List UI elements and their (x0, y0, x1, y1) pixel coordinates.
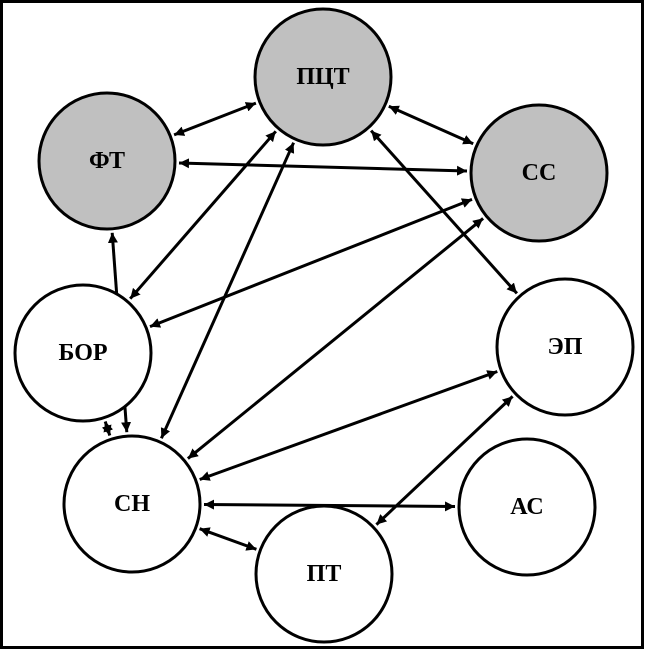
node-sn[interactable]: СН (62, 434, 202, 574)
node-label-pt: ПТ (307, 561, 342, 587)
node-bor[interactable]: БОР (13, 283, 153, 423)
node-label-sn: СН (114, 491, 150, 517)
node-circle-sn (62, 434, 202, 574)
node-circle-ss (469, 103, 609, 243)
node-pct[interactable]: ПЦТ (253, 7, 393, 147)
node-label-bor: БОР (58, 340, 107, 366)
node-label-ft: ФТ (89, 148, 125, 174)
node-label-ep: ЭП (548, 334, 583, 360)
node-ft[interactable]: ФТ (37, 91, 177, 231)
node-label-as: АС (510, 494, 543, 520)
edge-bor-sn (101, 421, 114, 436)
node-as[interactable]: АС (457, 437, 597, 577)
edge-ft-pct (173, 101, 257, 137)
node-label-ss: СС (522, 160, 557, 186)
node-label-pct: ПЦТ (296, 64, 349, 90)
edge-sn-pt (199, 527, 257, 551)
node-pt[interactable]: ПТ (254, 504, 394, 644)
edge-ep-sn (199, 370, 498, 481)
node-circle-pct (253, 7, 393, 147)
node-circle-ep (495, 277, 635, 417)
node-circle-bor (13, 283, 153, 423)
node-ss[interactable]: СС (469, 103, 609, 243)
node-circle-pt (254, 504, 394, 644)
node-circle-ft (37, 91, 177, 231)
node-circle-as (457, 437, 597, 577)
node-ep[interactable]: ЭП (495, 277, 635, 417)
